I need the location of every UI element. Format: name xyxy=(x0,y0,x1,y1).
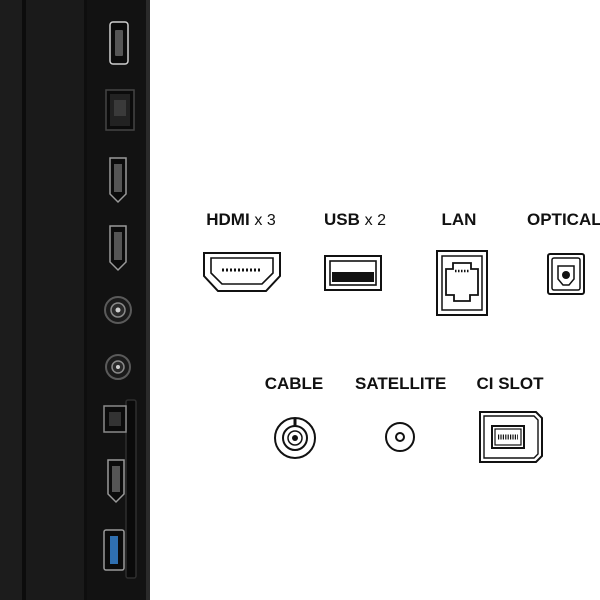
panel-hdmi-port-2 xyxy=(109,157,127,204)
panel-hdmi-port-4 xyxy=(107,459,125,504)
hdmi-label-text: HDMI xyxy=(206,210,250,229)
optical-label: OPTICAL xyxy=(527,210,600,229)
lan-port-icon xyxy=(436,250,488,316)
usb-label: USB x 2 xyxy=(323,210,387,230)
cable-port-icon xyxy=(274,417,316,459)
optical-port-icon xyxy=(547,253,585,295)
lan-label: LAN xyxy=(441,210,477,229)
panel-cable-connector xyxy=(104,296,132,324)
cable-label: CABLE xyxy=(264,374,324,393)
hdmi-qty: x 3 xyxy=(254,212,276,229)
panel-lan-port xyxy=(105,89,135,131)
hdmi-port-icon xyxy=(203,252,281,292)
panel-usb3-port xyxy=(103,529,125,571)
panel-optical-port xyxy=(103,405,127,433)
usb-port-icon xyxy=(324,255,382,291)
panel-hdmi-port-3 xyxy=(109,225,127,272)
usb-label-text: USB xyxy=(324,210,360,229)
panel-satellite-connector xyxy=(105,354,131,380)
usb-qty: x 2 xyxy=(364,212,386,229)
ci-slot-label: CI SLOT xyxy=(476,374,544,393)
panel-hdmi-port-top xyxy=(109,21,129,65)
satellite-port-icon xyxy=(385,422,415,452)
satellite-label: SATELLITE xyxy=(355,374,447,393)
hdmi-label: HDMI x 3 xyxy=(204,210,278,230)
ci-slot-icon xyxy=(479,411,543,463)
